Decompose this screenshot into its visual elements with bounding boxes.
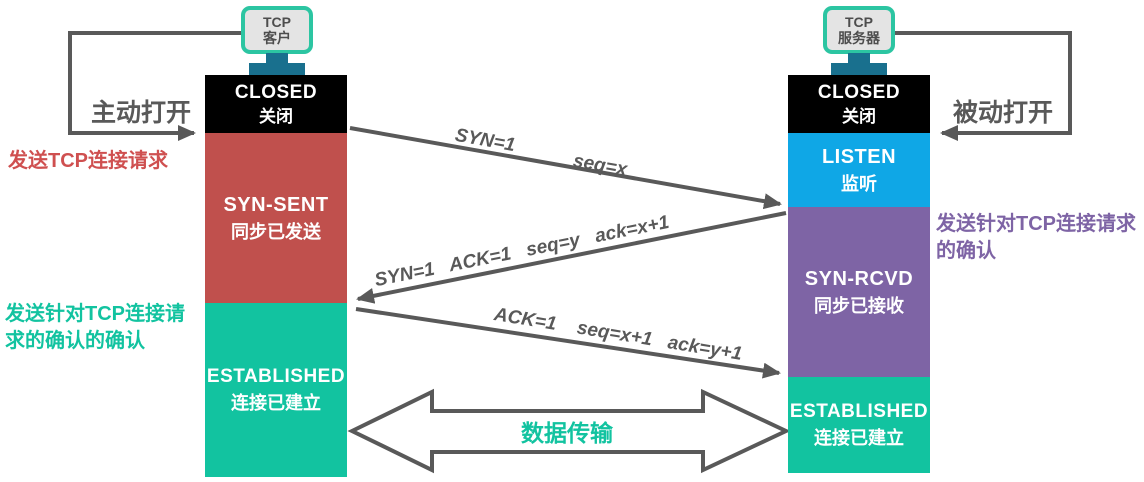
client-monitor-stand-base <box>249 63 305 76</box>
client-state-closed: CLOSED 关闭 <box>205 75 347 133</box>
server-state-listen: LISTEN 监听 <box>788 133 930 207</box>
server-established-en: ESTABLISHED <box>789 401 929 423</box>
client-send-ack-of-ack-line1: 发送针对TCP连接请 <box>5 303 185 325</box>
client-device-line1: TCP <box>263 14 291 30</box>
passive-open-label: 被动打开 <box>952 99 1054 127</box>
server-closed-en: CLOSED <box>817 82 901 103</box>
syn-ack-arrow <box>356 211 787 304</box>
server-device-line2: 服务器 <box>838 30 880 46</box>
data-transfer-label: 数据传输 <box>521 420 613 446</box>
server-established-zh: 连接已建立 <box>814 428 904 449</box>
client-monitor-stand-neck <box>266 53 288 65</box>
server-listen-zh: 监听 <box>841 173 877 194</box>
server-state-established: ESTABLISHED 连接已建立 <box>788 377 930 473</box>
client-established-en: ESTABLISHED <box>206 366 346 388</box>
client-established-zh: 连接已建立 <box>231 393 321 414</box>
syn-arrow <box>349 126 782 210</box>
server-send-ack-annotation: 发送针对TCP连接请求 的确认 <box>936 211 1136 265</box>
client-syn-sent-zh: 同步已发送 <box>231 221 321 242</box>
client-send-ack-of-ack-line2: 求的确认的确认 <box>5 330 145 352</box>
server-monitor-icon: TCP 服务器 <box>823 6 895 54</box>
client-closed-en: CLOSED <box>234 82 318 103</box>
server-monitor-stand-neck <box>848 53 870 65</box>
syn-ack-label: SYN=1 ACK=1 seq=y ack=x+1 <box>372 211 671 292</box>
server-listen-en: LISTEN <box>821 145 897 168</box>
server-send-ack-line2: 的确认 <box>936 240 996 262</box>
client-monitor-icon: TCP 客户 <box>241 6 313 54</box>
server-state-syn-rcvd: SYN-RCVD 同步已接收 <box>788 207 930 377</box>
client-syn-sent-en: SYN-SENT <box>223 193 329 216</box>
client-send-ack-of-ack-annotation: 发送针对TCP连接请 求的确认的确认 <box>5 301 185 355</box>
client-state-established: ESTABLISHED 连接已建立 <box>205 303 347 477</box>
server-monitor-stand-base <box>831 63 887 76</box>
ack-label: ACK=1 seq=x+1 ack=y+1 <box>492 304 744 365</box>
client-send-request-annotation: 发送TCP连接请求 <box>8 150 168 172</box>
client-closed-zh: 关闭 <box>259 106 293 126</box>
active-open-label: 主动打开 <box>90 99 192 127</box>
server-device-line1: TCP <box>845 14 873 30</box>
server-state-closed: CLOSED 关闭 <box>788 75 930 133</box>
server-closed-zh: 关闭 <box>842 106 876 126</box>
syn-flag-label: SYN=1 <box>453 124 517 157</box>
client-device-line2: 客户 <box>263 30 291 46</box>
client-state-syn-sent: SYN-SENT 同步已发送 <box>205 133 347 303</box>
syn-seq-label: seq=x <box>571 150 629 181</box>
server-syn-rcvd-en: SYN-RCVD <box>804 267 914 290</box>
server-send-ack-line1: 发送针对TCP连接请求 <box>936 213 1136 235</box>
server-syn-rcvd-zh: 同步已接收 <box>814 295 904 316</box>
